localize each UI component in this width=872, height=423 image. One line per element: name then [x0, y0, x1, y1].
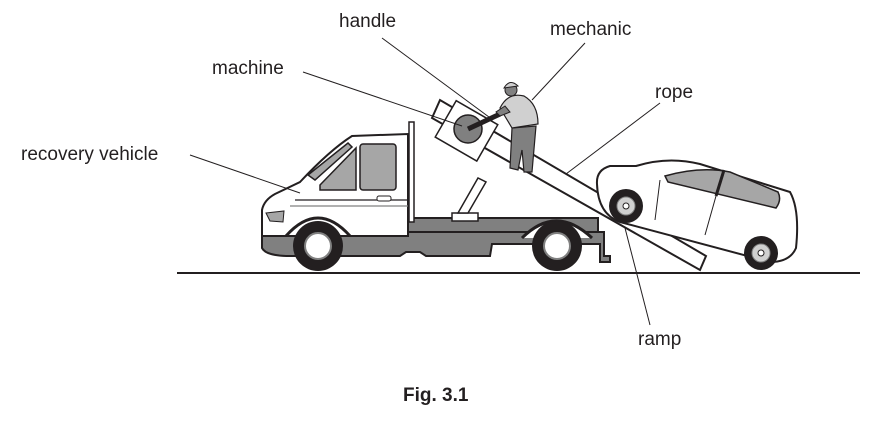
- car-front-wheel: [609, 189, 643, 223]
- label-recovery-vehicle: recovery vehicle: [21, 144, 159, 165]
- leader-ramp: [624, 227, 651, 326]
- mechanic-helmet: [503, 82, 520, 89]
- leader-machine: [302, 71, 463, 127]
- mechanic: [495, 82, 539, 173]
- vehicle-chassis: [261, 231, 611, 263]
- handle: [466, 111, 502, 132]
- vehicle-side-window: [319, 146, 357, 191]
- label-mechanic: mechanic: [550, 19, 632, 40]
- leader-recovery-vehicle: [189, 154, 301, 194]
- vehicle-rear-window: [359, 143, 397, 191]
- car-door-line: [654, 179, 717, 236]
- vehicle-front-wheel: [293, 221, 343, 271]
- leader-rope: [565, 102, 661, 175]
- label-machine: machine: [212, 58, 284, 79]
- leader-handle: [381, 37, 494, 121]
- car: [595, 159, 799, 270]
- label-handle: handle: [339, 11, 397, 32]
- recovery-vehicle: [261, 121, 611, 271]
- vehicle-rear-wheel: [532, 221, 582, 271]
- machine-drum: [453, 114, 483, 144]
- car-rear-wheel: [744, 236, 778, 270]
- figure-caption: Fig. 3.1: [403, 385, 469, 406]
- label-rope: rope: [655, 82, 694, 103]
- vehicle-windscreen: [306, 141, 354, 181]
- car-windows: [663, 169, 781, 209]
- mechanic-arm: [495, 105, 511, 117]
- leader-mechanic: [531, 42, 586, 101]
- vehicle-headlight: [265, 210, 285, 223]
- label-ramp: ramp: [638, 329, 682, 350]
- mechanic-body: [499, 94, 539, 129]
- vehicle-door-handle: [376, 195, 392, 202]
- mechanic-legs: [509, 125, 537, 173]
- car-pillar: [714, 169, 726, 197]
- hydraulic-base: [451, 212, 479, 222]
- vehicle-cab-post: [408, 121, 415, 223]
- vehicle-front-arch: [284, 216, 352, 237]
- hydraulic-ram: [456, 177, 488, 214]
